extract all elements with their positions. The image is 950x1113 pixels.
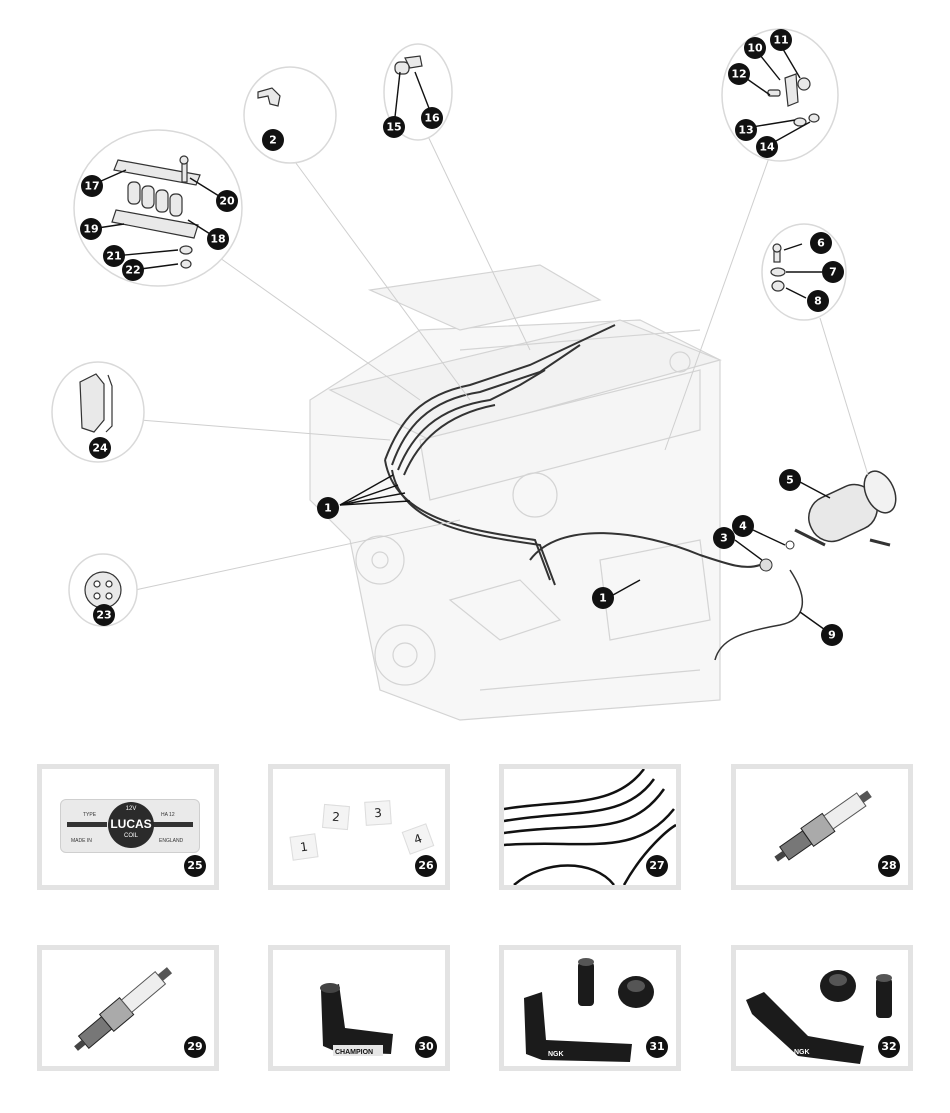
engine-illustration: [309, 264, 722, 721]
svg-text:17: 17: [84, 180, 99, 193]
part-number-badge: 27: [646, 855, 668, 877]
thumbnail-lead-markers[interactable]: 1 2 3 4 26: [268, 764, 450, 890]
label-england-text: ENGLAND: [159, 838, 184, 844]
lucas-logo: [108, 802, 154, 848]
svg-text:22: 22: [125, 264, 140, 277]
svg-text:8: 8: [814, 295, 822, 308]
callout-21: 21: [103, 245, 125, 267]
part-number-badge: 26: [415, 855, 437, 877]
svg-text:11: 11: [773, 34, 788, 47]
lead-marker-4: 4: [401, 823, 435, 855]
thumbnail-ngk-boot-set[interactable]: NGK 31: [499, 945, 681, 1071]
boot-brand-text: CHAMPION: [335, 1049, 373, 1056]
svg-text:21: 21: [106, 250, 121, 263]
boot-brand-text: NGK: [548, 1051, 564, 1058]
svg-text:15: 15: [386, 121, 401, 134]
part-number-badge: 31: [646, 1036, 668, 1058]
svg-text:19: 19: [83, 223, 98, 236]
part-number-badge: 25: [184, 855, 206, 877]
callout-5: 5: [779, 469, 801, 491]
ignition-exploded-diagram: 1 1 2 3 4 5 6 7 8 9 10 11 12 13 14 15 16…: [51, 28, 897, 721]
callout-12: 12: [728, 63, 750, 85]
svg-text:2: 2: [269, 134, 277, 147]
svg-text:23: 23: [96, 609, 111, 622]
svg-text:10: 10: [747, 42, 763, 55]
coil-illustration: [759, 470, 897, 572]
callout-markers: 1 1 2 3 4 5 6 7 8 9 10 11 12 13 14 15 16…: [80, 29, 844, 646]
thumbnail-lucas-coil-label[interactable]: TYPE HA 12 12V LUCAS COIL MADE IN ENGLAN…: [37, 764, 219, 890]
callout-22: 22: [122, 259, 144, 281]
part-number-badge: 32: [878, 1036, 900, 1058]
callout-24: 24: [89, 437, 111, 459]
part-number-badge: 29: [184, 1036, 206, 1058]
callout-9: 9: [821, 624, 843, 646]
callout-6: 6: [810, 232, 832, 254]
callout-8: 8: [807, 290, 829, 312]
label-right-bar: [153, 822, 193, 827]
callout-10: 10: [744, 37, 766, 59]
svg-text:1: 1: [599, 592, 607, 605]
part-number-badge: 28: [878, 855, 900, 877]
svg-text:12: 12: [731, 68, 746, 81]
label-made-text: MADE IN: [71, 838, 92, 844]
spark-plug-icon: [774, 790, 872, 862]
label-voltage-text: 12V: [125, 806, 137, 812]
svg-text:7: 7: [829, 266, 837, 279]
leader-lines: [134, 129, 869, 591]
thumbnail-ht-lead-cable[interactable]: 27: [499, 764, 681, 890]
callout-14: 14: [756, 136, 778, 158]
lead-marker-1: 1: [289, 833, 319, 861]
svg-text:5: 5: [786, 474, 794, 487]
callout-2: 2: [262, 129, 284, 151]
callout-7: 7: [822, 261, 844, 283]
lead-marker-3: 3: [364, 800, 392, 826]
callout-4: 4: [732, 515, 754, 537]
svg-text:9: 9: [828, 629, 836, 642]
callout-13: 13: [735, 119, 757, 141]
thumbnail-champion-boot[interactable]: CHAMPION 30: [268, 945, 450, 1071]
svg-text:4: 4: [739, 520, 747, 533]
callout-17: 17: [81, 175, 103, 197]
callout-1b: 1: [592, 587, 614, 609]
svg-text:1: 1: [324, 502, 332, 515]
label-type-text: TYPE: [83, 812, 97, 818]
label-coil-text: COIL: [123, 833, 138, 839]
svg-text:14: 14: [759, 141, 775, 154]
cable-coil-icon: [504, 769, 676, 885]
callout-11: 11: [770, 29, 792, 51]
label-brand-text: LUCAS: [110, 817, 152, 831]
thumbnail-spark-plug-ngk-2[interactable]: 29: [37, 945, 219, 1071]
svg-text:24: 24: [92, 442, 108, 455]
svg-text:18: 18: [210, 233, 225, 246]
detail-parts: [79, 55, 820, 609]
plug-boot-set-icon: NGK: [524, 958, 654, 1062]
callout-18: 18: [207, 228, 229, 250]
thumbnail-ngk-boot-angled[interactable]: NGK 32: [731, 945, 913, 1071]
svg-text:16: 16: [424, 112, 440, 125]
svg-text:13: 13: [738, 124, 753, 137]
svg-text:20: 20: [219, 195, 235, 208]
callout-19: 19: [80, 218, 102, 240]
label-ha-text: HA 12: [161, 812, 175, 818]
boot-brand-text: NGK: [794, 1049, 810, 1056]
callout-16: 16: [421, 107, 443, 129]
svg-text:3: 3: [720, 532, 728, 545]
plug-boot-angled-icon: NGK: [746, 970, 892, 1064]
spark-plug-icon: [74, 967, 173, 1051]
callout-20: 20: [216, 190, 238, 212]
plug-boot-icon: CHAMPION: [320, 983, 393, 1056]
callout-15: 15: [383, 116, 405, 138]
label-left-bar: [67, 822, 107, 827]
callout-1: 1: [317, 497, 339, 519]
lead-marker-2: 2: [322, 803, 350, 831]
part-number-badge: 30: [415, 1036, 437, 1058]
ht-leads: [384, 324, 761, 586]
earth-lead-illustration: [714, 569, 804, 661]
callout-23: 23: [93, 604, 115, 626]
thumbnail-spark-plug-ngk[interactable]: 28: [731, 764, 913, 890]
callout-3: 3: [713, 527, 735, 549]
lucas-label-plate: TYPE HA 12 12V LUCAS COIL MADE IN ENGLAN…: [60, 799, 200, 853]
svg-text:6: 6: [817, 237, 825, 250]
